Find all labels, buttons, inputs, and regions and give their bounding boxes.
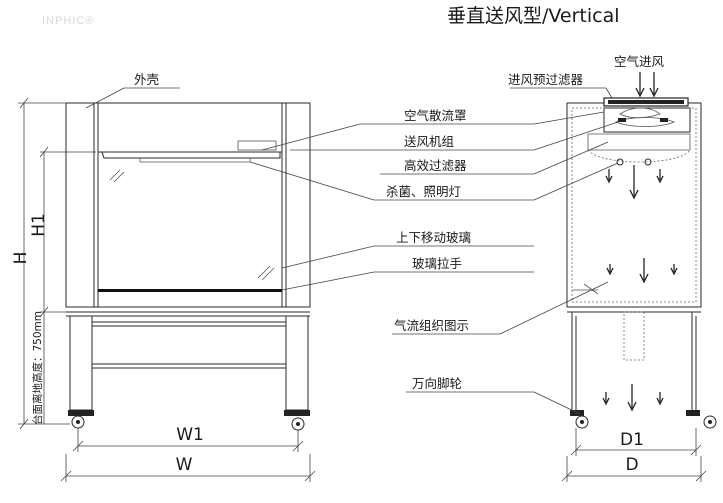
label-fan: 送风机组 bbox=[404, 134, 454, 149]
label-diffuser: 空气散流罩 bbox=[404, 108, 467, 123]
watermark-text: INPHIC® bbox=[42, 15, 94, 27]
dim-H: H bbox=[11, 252, 31, 265]
label-shell: 外壳 bbox=[134, 72, 159, 87]
callouts: 外壳 空气散流罩 送风机组 高效过滤器 杀菌、照明灯 上下移动玻璃 玻璃拉手 气… bbox=[85, 54, 665, 415]
label-caster: 万向脚轮 bbox=[412, 376, 462, 391]
dim-W1: W1 bbox=[176, 425, 204, 445]
dim-table-height: 台面离地高度：750mm bbox=[31, 311, 44, 425]
label-airflow: 气流组织图示 bbox=[394, 318, 469, 333]
label-prefilter: 进风预过滤器 bbox=[508, 72, 584, 87]
side-view bbox=[566, 72, 717, 429]
front-dimensions: H H1 台面离地高度：750mm W1 W bbox=[11, 97, 316, 482]
air-diffuser-cover bbox=[101, 151, 281, 159]
dim-W: W bbox=[176, 455, 193, 475]
label-lamp: 杀菌、照明灯 bbox=[386, 184, 461, 199]
glass-handle-bar bbox=[98, 289, 282, 292]
label-hepa: 高效过滤器 bbox=[404, 158, 467, 173]
control-panel bbox=[237, 140, 277, 151]
diagram-title: 垂直送风型/Vertical bbox=[447, 5, 620, 27]
label-glass: 上下移动玻璃 bbox=[396, 230, 471, 245]
front-outer-frame bbox=[65, 102, 311, 308]
dim-D1: D1 bbox=[620, 430, 644, 450]
pre-filter bbox=[608, 100, 684, 104]
dim-D: D bbox=[625, 455, 638, 475]
airflow-arrows bbox=[602, 72, 678, 412]
side-dimensions: D1 D bbox=[561, 428, 707, 482]
label-air-in: 空气进风 bbox=[614, 54, 665, 69]
label-handle: 玻璃拉手 bbox=[412, 256, 462, 271]
dim-H1: H1 bbox=[29, 213, 49, 237]
front-view bbox=[65, 102, 311, 431]
